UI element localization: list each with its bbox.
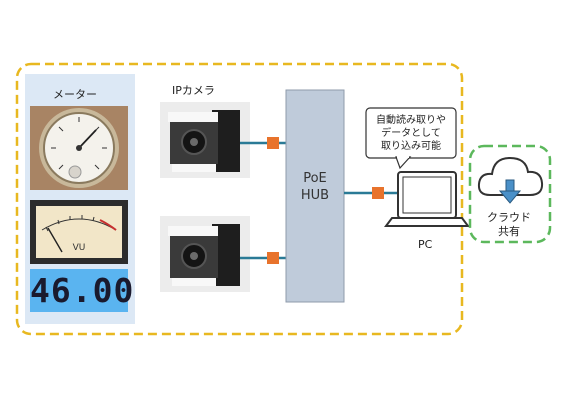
- poe-hub: [285, 89, 345, 303]
- cloud-label-line2: 共有: [498, 225, 520, 238]
- laptop-icon: [384, 171, 470, 227]
- lcd-display: [30, 269, 128, 312]
- camera-icon: [160, 216, 250, 292]
- camera-icon: [160, 102, 250, 178]
- cloud-boundary: [468, 144, 552, 244]
- lcd-value: 46.00: [30, 271, 135, 310]
- port: [372, 187, 384, 199]
- gauge-icon: [30, 106, 128, 190]
- port: [267, 137, 279, 149]
- speech-bubble: [365, 107, 457, 170]
- cloud-label-line1: クラウド: [487, 211, 531, 224]
- system-boundary: [15, 62, 464, 336]
- vu-label: VU: [73, 243, 86, 253]
- bubble-text: 自動読み取りや データとして 取り込み可能: [368, 114, 454, 153]
- cloud-icon: [477, 156, 544, 196]
- bubble-line3: 取り込み可能: [381, 141, 441, 152]
- bubble-line1: 自動読み取りや: [376, 115, 446, 126]
- pc-label: PC: [418, 238, 433, 251]
- camera-title: IPカメラ: [172, 84, 215, 97]
- hub-label-line1: PoE: [303, 171, 327, 186]
- vu-meter-icon: VU: [30, 200, 128, 264]
- port: [267, 252, 279, 264]
- cloud-label: クラウド 共有: [474, 211, 544, 239]
- meter-title: メーター: [53, 88, 97, 101]
- download-arrow-icon: [498, 179, 522, 204]
- hub-label: PoE HUB: [284, 170, 346, 204]
- hub-label-line2: HUB: [300, 188, 330, 203]
- bubble-line2: データとして: [381, 128, 441, 139]
